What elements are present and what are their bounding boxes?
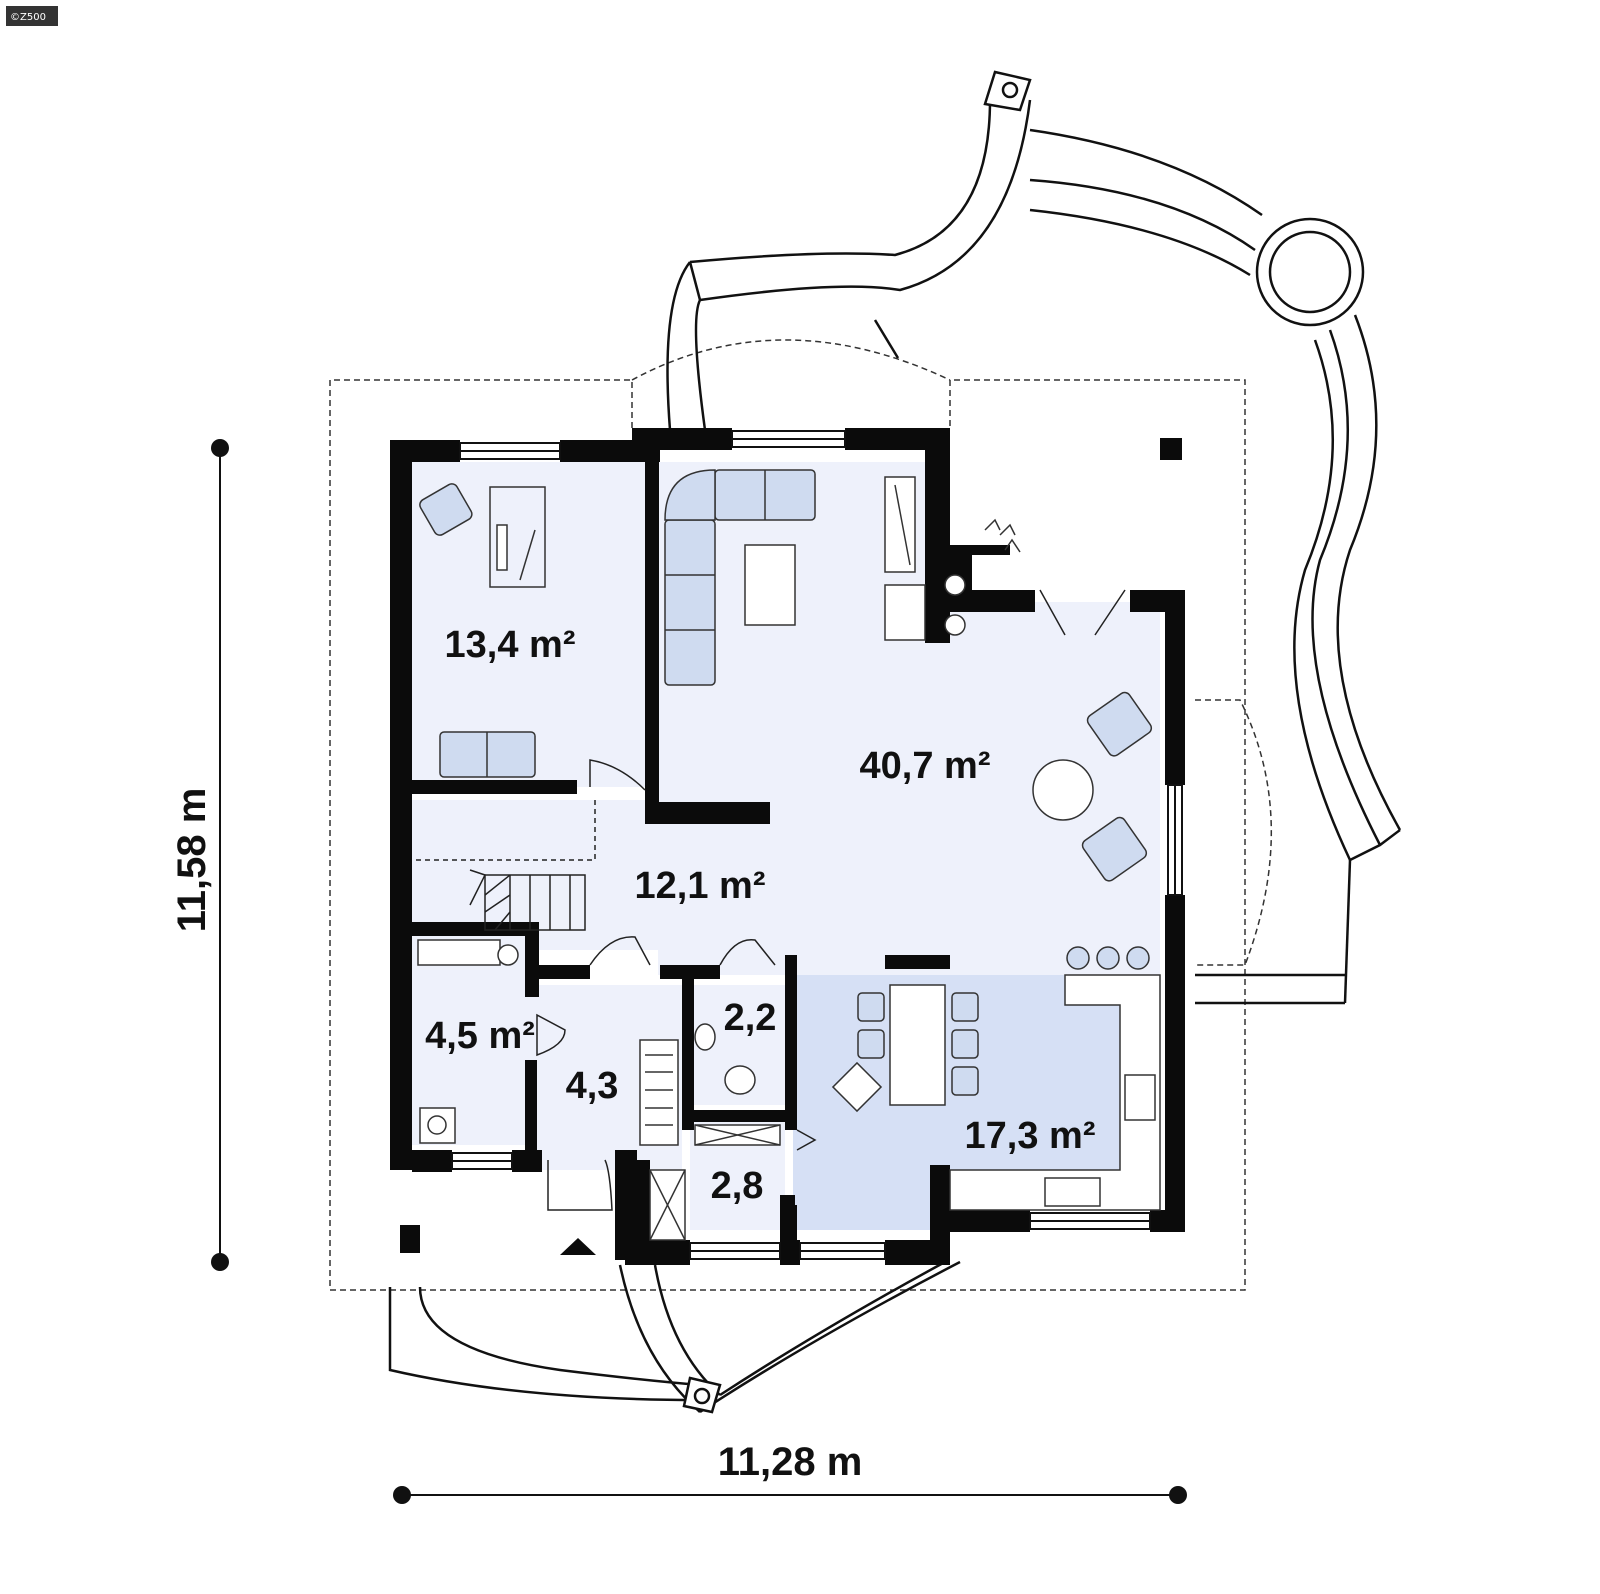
monitor bbox=[519, 529, 536, 581]
bar-stool bbox=[1096, 946, 1120, 970]
entrance-column bbox=[682, 1376, 722, 1414]
shower bbox=[419, 1107, 456, 1144]
office-armchair bbox=[419, 483, 473, 536]
toilet bbox=[724, 1065, 756, 1095]
furniture bbox=[417, 469, 1161, 1241]
entrance-arrow bbox=[560, 1238, 596, 1255]
terrace-south bbox=[388, 1260, 961, 1414]
keyboard bbox=[496, 524, 508, 571]
dimension-vertical bbox=[211, 439, 229, 1271]
room-living-area: 40,7 m² bbox=[860, 745, 991, 787]
dining-chair-angled bbox=[831, 1061, 883, 1113]
sink bbox=[1044, 1177, 1101, 1207]
bar-stool bbox=[1066, 946, 1090, 970]
room-kitchen-area: 17,3 m² bbox=[965, 1115, 1096, 1157]
walls bbox=[390, 428, 1185, 1265]
plants bbox=[984, 518, 1021, 553]
room-office-area: 13,4 m² bbox=[445, 624, 576, 666]
bathtub bbox=[417, 939, 501, 966]
windows bbox=[451, 430, 1183, 1260]
terrace-north bbox=[666, 99, 1402, 1005]
wc-basin bbox=[694, 1023, 716, 1051]
kitchen-counter bbox=[949, 974, 1161, 1211]
armchair-1 bbox=[1086, 691, 1153, 757]
doors bbox=[536, 589, 1126, 1211]
wardrobe bbox=[639, 1039, 679, 1146]
terrace-columns bbox=[983, 70, 1032, 112]
watermark-badge bbox=[6, 6, 58, 26]
washbasin bbox=[497, 944, 519, 966]
room-wc-area: 2,2 bbox=[724, 997, 777, 1039]
bar-stool bbox=[1126, 946, 1150, 970]
tv-unit bbox=[884, 476, 916, 573]
stair-line bbox=[412, 800, 596, 861]
room-vestibule-area: 4,3 bbox=[566, 1065, 619, 1107]
stairs bbox=[469, 869, 586, 931]
height-label: 11,58 m bbox=[170, 788, 214, 933]
room-hall-area: 12,1 m² bbox=[635, 865, 766, 907]
fireplace-storage bbox=[884, 584, 926, 641]
roof-outline bbox=[329, 339, 1273, 1291]
armchair-2 bbox=[1081, 816, 1148, 882]
width-label: 11,28 m bbox=[718, 1440, 863, 1484]
dining-chairs bbox=[857, 992, 979, 1096]
flue-1 bbox=[944, 574, 966, 596]
dimension-horizontal bbox=[393, 1486, 1187, 1504]
cooktop bbox=[1124, 1074, 1156, 1121]
round-table bbox=[1032, 759, 1094, 821]
room-pantry-area: 2,8 bbox=[711, 1165, 764, 1207]
corner-sofa bbox=[664, 469, 816, 686]
room-bathroom-area: 4,5 m² bbox=[425, 1015, 535, 1057]
watermark-text: ©Z500 bbox=[10, 12, 46, 23]
dining-table bbox=[889, 984, 946, 1106]
coffee-table bbox=[744, 544, 796, 626]
flue-2 bbox=[944, 614, 966, 636]
